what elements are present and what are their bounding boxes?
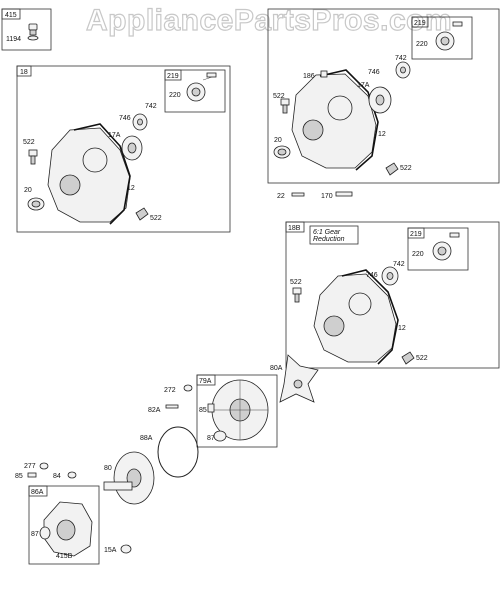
box-79a-title: 79A xyxy=(199,378,212,385)
washer-277-icon xyxy=(39,462,49,470)
box-18b-note-line1: 6:1 Gear xyxy=(313,229,341,236)
gasket-80a-icon xyxy=(279,354,319,403)
box-86a: 86A 87 415B xyxy=(28,485,100,565)
sensor-right-bottom-icon xyxy=(385,162,399,176)
sensor-icon xyxy=(28,149,38,165)
bearing-right-icon xyxy=(368,86,392,114)
bolt-22-icon xyxy=(291,192,305,197)
label-746: 746 xyxy=(119,115,131,122)
label-84: 84 xyxy=(53,473,61,480)
label-20-right: 20 xyxy=(274,137,282,144)
bolt-186-icon xyxy=(320,70,328,78)
box-18b-note-line2: Reduction xyxy=(313,236,345,243)
gear-746-icon xyxy=(132,113,148,131)
label-82a: 82A xyxy=(148,407,161,414)
label-17a-right: 17A xyxy=(357,82,370,89)
sensor-right-icon xyxy=(280,98,290,114)
label-277: 277 xyxy=(24,463,36,470)
plug-84-icon xyxy=(67,471,77,479)
gasket-88a-icon xyxy=(157,426,199,478)
right-inset-part: 220 xyxy=(416,41,428,48)
label-746-18b: 746 xyxy=(366,272,378,279)
box-86a-title: 86A xyxy=(31,489,44,496)
box-18b-inset-part: 220 xyxy=(412,251,424,258)
box-415: 415 1194 xyxy=(1,8,52,51)
bolt-82a-icon xyxy=(165,404,179,409)
gear-18b-icon xyxy=(432,232,460,261)
gear-right-icon xyxy=(435,21,463,51)
box-79a: 79A 85 87 xyxy=(196,374,278,448)
sensor-18b-icon xyxy=(292,287,302,303)
bolt-85-icon xyxy=(207,403,215,413)
crankcase-cover-18b-icon xyxy=(313,269,399,365)
right-inset-title: 219 xyxy=(414,20,426,27)
box-18-inset-title: 219 xyxy=(167,73,179,80)
label-742: 742 xyxy=(145,103,157,110)
label-522-bottom: 522 xyxy=(150,215,162,222)
label-85-lower: 85 xyxy=(15,473,23,480)
crankcase-cover-right-icon xyxy=(291,69,379,171)
label-20: 20 xyxy=(24,187,32,194)
label-746-right: 746 xyxy=(368,69,380,76)
label-170: 170 xyxy=(321,193,333,200)
gear-746-18b-icon xyxy=(381,266,399,286)
crankcase-cover-icon xyxy=(47,123,131,225)
box-18b-inset-title: 219 xyxy=(410,231,422,238)
box-18-inset-part: 220 xyxy=(169,92,181,99)
label-80a: 80A xyxy=(270,365,283,372)
bolt-170-icon xyxy=(335,191,353,197)
label-88a: 88A xyxy=(140,435,153,442)
box-415-part-label: 1194 xyxy=(6,36,21,43)
box-18: 18 219 220 xyxy=(16,65,231,233)
sensor-18b-bottom-icon xyxy=(401,351,415,365)
seal-87-lower-icon xyxy=(39,526,51,540)
output-shaft-drum-icon xyxy=(103,451,155,505)
sensor-bottom-icon xyxy=(135,207,149,221)
label-522-18b: 522 xyxy=(290,279,302,286)
seal-icon xyxy=(27,197,45,211)
label-22: 22 xyxy=(277,193,285,200)
label-12-right: 12 xyxy=(378,131,386,138)
box-18b-title: 18B xyxy=(288,225,301,232)
gear-icon xyxy=(186,72,217,102)
label-12-18b: 12 xyxy=(398,325,406,332)
label-522-right: 522 xyxy=(273,93,285,100)
seal-87-icon xyxy=(213,430,227,442)
plug-272-icon xyxy=(183,384,193,392)
label-85: 85 xyxy=(199,407,207,414)
label-742-right: 742 xyxy=(395,55,407,62)
label-415b: 415B xyxy=(56,553,73,560)
box-18b: 18B 6:1 Gear Reduction 219 220 xyxy=(285,221,500,369)
label-742-18b: 742 xyxy=(393,261,405,268)
label-15a: 15A xyxy=(104,547,117,554)
mounting-flange-icon xyxy=(211,379,269,441)
plug-15a-icon xyxy=(120,544,132,554)
bolt-85-lower-icon xyxy=(27,472,37,478)
end-cover-icon xyxy=(43,501,93,557)
label-80: 80 xyxy=(104,465,112,472)
seal-right-icon xyxy=(273,145,291,159)
label-186: 186 xyxy=(303,73,315,80)
label-272: 272 xyxy=(164,387,176,394)
plug-icon xyxy=(27,23,39,41)
label-87-lower: 87 xyxy=(31,531,39,538)
box-18-title: 18 xyxy=(20,69,28,76)
label-522-right-bottom: 522 xyxy=(400,165,412,172)
label-12: 12 xyxy=(127,185,135,192)
gear-746-right-icon xyxy=(395,61,411,79)
label-17a: 17A xyxy=(108,132,121,139)
label-87: 87 xyxy=(207,435,215,442)
label-522: 522 xyxy=(23,139,35,146)
box-415-title: 415 xyxy=(5,12,17,19)
label-522-18b-bottom: 522 xyxy=(416,355,428,362)
group-right-top: 219 220 xyxy=(267,8,500,200)
bearing-icon xyxy=(121,135,143,161)
